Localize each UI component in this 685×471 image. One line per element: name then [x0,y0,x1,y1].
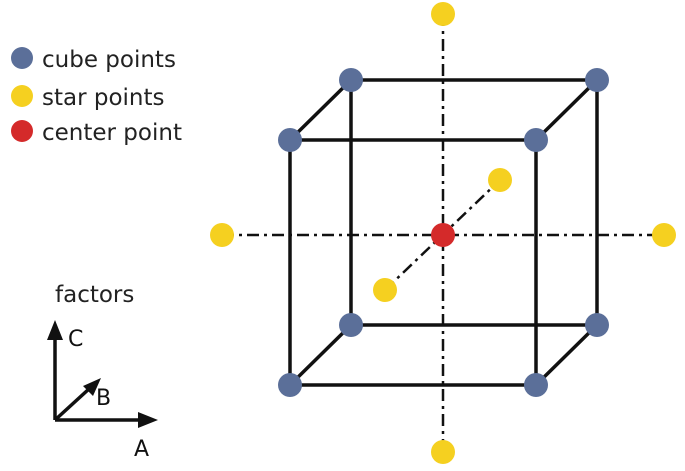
axis-a-label: A [134,437,149,462]
star-point [210,223,234,247]
cube-point [585,313,609,337]
cube-back-face [349,78,599,327]
legend-marker-star-points [11,85,33,107]
axis-b-arrow [53,386,92,422]
cube-edge-top-right [534,78,599,142]
axis-c-label: C [68,327,83,352]
factors-axes: factors C B A [47,282,158,462]
cube-point [524,128,548,152]
legend-label-center-point: center point [42,120,182,146]
cube-edge-bottom-left [288,323,353,387]
legend-label-cube-points: cube points [42,47,176,73]
legend-marker-center-point [11,120,33,142]
axis-a-arrowhead [138,412,158,428]
cube-point [585,68,609,92]
star-point [373,278,397,302]
center-point [431,223,455,247]
star-point [652,223,676,247]
cube-edges [288,78,599,387]
cube-point [278,128,302,152]
cube-point [524,373,548,397]
cube-edge-top-left [288,78,353,142]
axis-b-label: B [96,386,111,411]
star-point [431,440,455,464]
axis-b-arrowhead [83,378,101,396]
factors-title: factors [55,282,134,308]
cube-point [339,313,363,337]
legend-marker-cube-points [11,47,33,69]
cube-front-face [288,138,538,387]
cube-edge-bottom-right [534,323,599,387]
axis-c-arrowhead [47,320,63,340]
legend: cube points star points center point [11,47,182,146]
cube-point [339,68,363,92]
cube-points [278,68,609,397]
legend-label-star-points: star points [42,85,165,111]
star-points [210,2,676,464]
star-point [488,168,512,192]
star-point [431,2,455,26]
cube-point [278,373,302,397]
